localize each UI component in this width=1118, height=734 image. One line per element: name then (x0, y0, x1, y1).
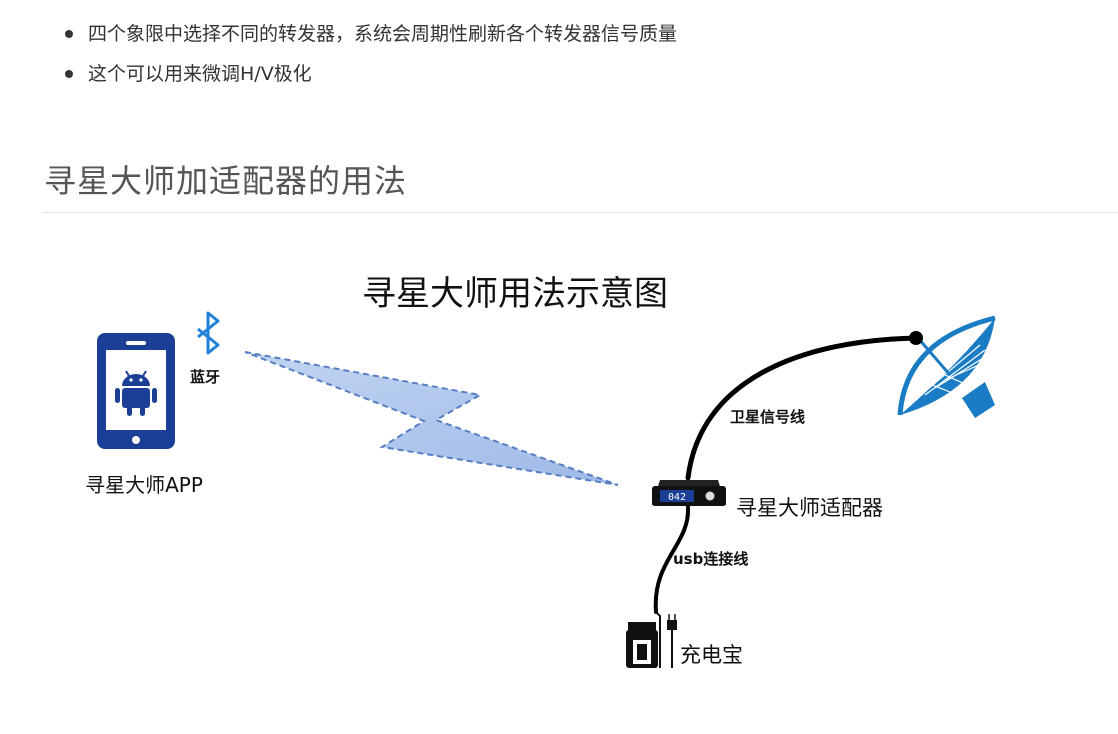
power-bank-label: 充电宝 (680, 643, 743, 667)
wireless-signal-bolt (245, 352, 618, 485)
diagram-title: 寻星大师用法示意图 (362, 274, 668, 314)
bluetooth-icon (198, 313, 218, 353)
adapter-display: 042 (668, 492, 686, 503)
phone-label: 寻星大师APP (85, 473, 203, 497)
signal-cable-label: 卫星信号线 (730, 408, 805, 426)
adapter-label: 寻星大师适配器 (736, 496, 883, 520)
power-bank-icon (626, 612, 677, 668)
adapter-device-icon (652, 480, 726, 506)
bluetooth-label: 蓝牙 (190, 368, 220, 386)
cable-connector (909, 331, 923, 345)
usb-cable-label: usb连接线 (673, 550, 748, 568)
